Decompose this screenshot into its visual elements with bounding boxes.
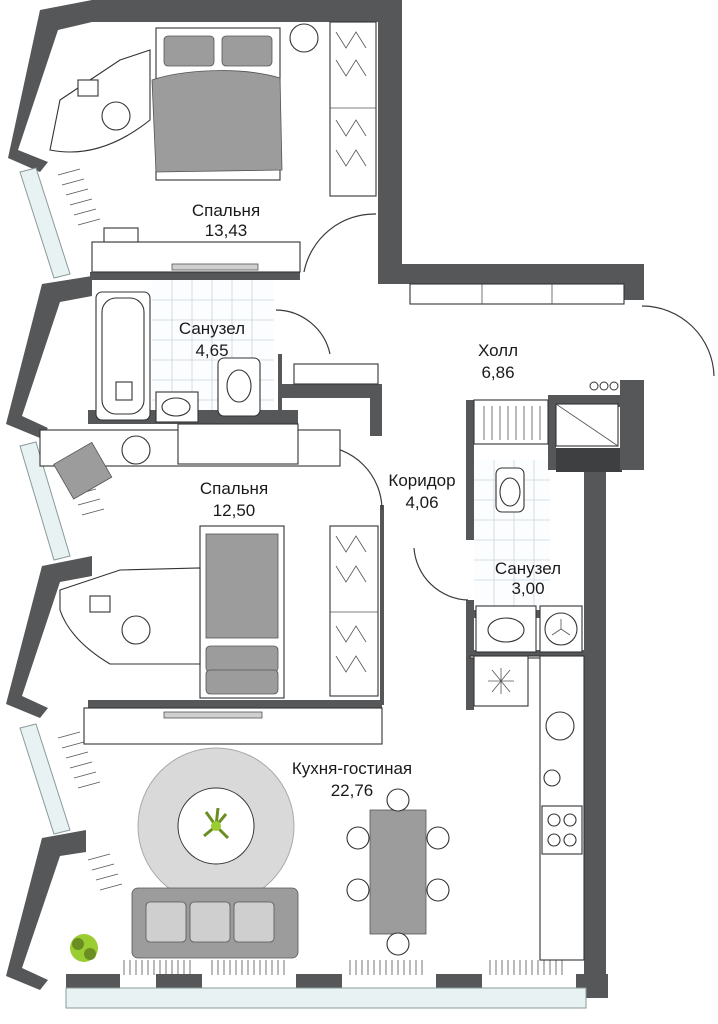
kitchen-sink-icon (545, 711, 575, 741)
desk-2 (59, 567, 201, 665)
kitchen-living-name: Кухня-гостиная (292, 759, 412, 778)
bathroom1-name: Санузел (179, 319, 245, 338)
doors (275, 213, 715, 601)
wardrobe-2 (329, 525, 379, 697)
hall-name: Холл (478, 341, 518, 360)
bedroom2-area: 12,50 (213, 501, 256, 520)
tv-icon (171, 263, 259, 271)
hall-area: 6,86 (481, 363, 514, 382)
kitchen-living-area: 22,76 (331, 781, 374, 800)
chair-icon (386, 932, 410, 956)
chair-icon (386, 788, 410, 812)
chair (101, 101, 131, 131)
blanket-2 (205, 533, 279, 639)
shoes-icon (589, 381, 619, 391)
bedroom1-area: 13,43 (205, 221, 248, 240)
wardrobe (329, 21, 377, 197)
shelf (293, 363, 379, 385)
stove-icon (543, 769, 561, 787)
hall-wardrobe (409, 283, 625, 305)
sink-2-icon (487, 617, 525, 643)
faucet-icon (115, 381, 133, 401)
corridor-area: 4,06 (405, 493, 438, 512)
pillow-icon (221, 35, 273, 67)
cooktop-icon (541, 805, 583, 855)
bathroom2-fixtures (475, 467, 583, 653)
pillow-icon (163, 35, 215, 67)
nightstand-lamp (289, 23, 319, 53)
hall-furniture (409, 283, 625, 447)
chair-3 (121, 615, 151, 645)
bathroom1-area: 4,65 (195, 341, 228, 360)
corridor-wardrobe (473, 399, 549, 445)
armchair (53, 441, 113, 500)
bedroom1-name: Спальня (192, 201, 260, 220)
chair-2 (103, 227, 139, 243)
corner-plant-icon (70, 934, 98, 962)
bathroom1-tiles (152, 280, 274, 410)
blanket (151, 70, 283, 173)
plant-icon (203, 807, 230, 840)
chair-icon (426, 826, 450, 850)
bedroom2-furniture (39, 423, 379, 699)
chair-icon (426, 878, 450, 902)
windows (19, 167, 587, 1009)
laptop-2-icon (89, 595, 111, 613)
room-labels: Спальня 13,43 Санузел 4,65 Холл 6,86 Кор… (179, 201, 561, 800)
kitchen-living-furniture (70, 655, 585, 962)
corridor-name: Коридор (388, 471, 455, 490)
chair-icon (346, 878, 370, 902)
tv-3-icon (163, 711, 263, 719)
pillow-icon (205, 669, 279, 695)
lamp (121, 435, 151, 465)
dining-table (369, 809, 427, 935)
chair-icon (346, 826, 370, 850)
laptop-icon (77, 79, 99, 97)
bathroom2-area: 3,00 (511, 579, 544, 598)
bathroom2-name: Санузел (495, 559, 561, 578)
sink-icon (161, 397, 191, 417)
desk (49, 49, 151, 153)
pillow-icon (205, 645, 279, 673)
bedroom2-name: Спальня (200, 479, 268, 498)
dresser-2 (177, 423, 299, 465)
walls (6, 0, 644, 998)
bedroom1-furniture (49, 21, 377, 273)
